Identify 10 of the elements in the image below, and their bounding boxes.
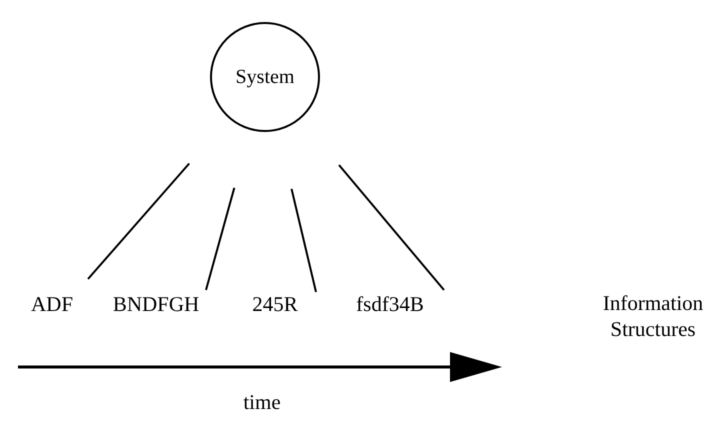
structure-label: 245R (240, 290, 310, 318)
axis-label: time (242, 392, 282, 413)
structure-label: fsdf34B (340, 290, 440, 318)
connector-line (338, 164, 445, 291)
connector-line (87, 162, 190, 280)
connector-line (205, 188, 236, 290)
structure-label: ADF (14, 290, 90, 318)
structure-label: BNDFGH (100, 290, 212, 318)
connector-line (290, 188, 317, 292)
axis-title: Information Structures (602, 290, 704, 342)
